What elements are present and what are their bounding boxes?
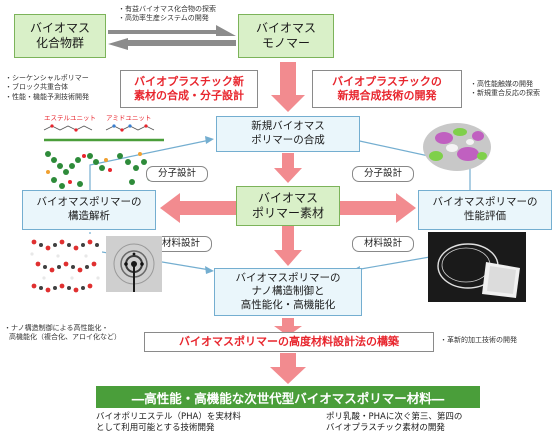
nano-line2: ナノ構造制御と bbox=[251, 285, 325, 298]
left-notes: ・シーケンシャルポリマー ・ブロック共重合体 ・性能・機能予測技術開発 bbox=[5, 74, 115, 102]
red-right-line1: バイオプラスチックの bbox=[332, 74, 442, 88]
left-note-3: ・性能・機能予測技術開発 bbox=[5, 92, 89, 101]
pink-arrow-main-left bbox=[160, 193, 236, 223]
pink-arrow-red-to-final bbox=[270, 353, 306, 384]
footer-right-line2: バイオプラスチック素材の開発 bbox=[326, 423, 445, 434]
ester-unit-label: エステルユニット bbox=[44, 114, 96, 122]
red-left-line1: バイオプラスチック新 bbox=[134, 74, 244, 88]
top-notes: ・有益バイオマス化合物の探索 ・高効率生産システムの開発 bbox=[118, 5, 248, 24]
footer-right-line1: ポリ乳酸・PHAに次ぐ第三、第四の bbox=[326, 412, 463, 422]
right-notes: ・高性能触媒の開発 ・新規重合反応の探索 bbox=[470, 80, 558, 99]
bottom-left-note-1: ・ナノ構造制御による高性能化・ bbox=[4, 324, 109, 332]
amide-unit-label: アミドユニット bbox=[106, 114, 152, 122]
protein-structure-image bbox=[423, 123, 491, 171]
structure-analysis-box: バイオマスポリマーの 構造解析 bbox=[22, 190, 156, 230]
next-gen-material-banner: ―高性能・高機能な次世代型バイオマスポリマー材料― bbox=[96, 386, 480, 408]
red-left-line2: 素材の合成・分子設計 bbox=[134, 89, 244, 102]
bottom-right-note: ・革新的加工技術の開発 bbox=[440, 336, 517, 344]
crystal-structure-image bbox=[28, 234, 102, 294]
pink-arrow-main-right bbox=[340, 193, 416, 223]
top-note-2: ・高効率生産システムの開発 bbox=[118, 14, 209, 23]
polymer-film-image bbox=[428, 232, 526, 302]
structure-analysis-line1: バイオマスポリマーの bbox=[36, 196, 142, 209]
nano-line1: バイオマスポリマーの bbox=[235, 271, 341, 284]
top-note-1: ・有益バイオマス化合物の探索 bbox=[118, 5, 216, 13]
right-note-2: ・新規重合反応の探索 bbox=[470, 89, 540, 98]
new-polymer-synthesis-box: 新規バイオマス ポリマーの合成 bbox=[216, 116, 360, 152]
bottom-left-notes: ・ナノ構造制御による高性能化・ 高機能化（複合化、アロイ化など） bbox=[4, 324, 144, 343]
performance-evaluation-box: バイオマスポリマーの 性能評価 bbox=[418, 190, 552, 230]
molecular-design-right-pill: 分子設計 bbox=[352, 166, 414, 182]
footer-right: ポリ乳酸・PHAに次ぐ第三、第四の バイオプラスチック素材の開発 bbox=[326, 412, 526, 435]
biomass-compounds-line1: バイオマス bbox=[29, 21, 90, 35]
pink-arrow-top-to-main bbox=[274, 153, 302, 183]
left-note-1: ・シーケンシャルポリマー bbox=[5, 74, 89, 82]
biomass-polymer-material-box: バイオマス ポリマー素材 bbox=[236, 186, 340, 226]
footer-left: バイオポリエステル（PHA）を実材料 として利用可能とする技術開発 bbox=[96, 412, 296, 435]
bottom-left-note-2: 高機能化（複合化、アロイ化など） bbox=[9, 333, 121, 342]
advanced-design-method-box: バイオマスポリマーの高度材料設計法の構築 bbox=[144, 332, 434, 352]
footer-left-line2: として利用可能とする技術開発 bbox=[96, 423, 215, 434]
pink-arrow-monomer-down bbox=[271, 62, 305, 112]
pink-arrow-main-to-bottom bbox=[274, 226, 302, 266]
grey-double-arrow bbox=[108, 25, 236, 50]
molecular-design-left-pill: 分子設計 bbox=[146, 166, 208, 182]
pink-arrow-bottom-to-red bbox=[274, 318, 302, 336]
biomass-compounds-line2: 化合物群 bbox=[35, 36, 84, 50]
red-right-line2: 新規合成技術の開発 bbox=[337, 89, 437, 102]
main-line1: バイオマス bbox=[257, 191, 318, 205]
footer-left-line1: バイオポリエステル（PHA）を実材料 bbox=[96, 412, 241, 422]
material-design-right-pill: 材料設計 bbox=[352, 236, 414, 252]
new-polymer-line1: 新規バイオマス bbox=[251, 120, 325, 133]
performance-evaluation-line1: バイオマスポリマーの bbox=[432, 196, 538, 209]
structure-analysis-line2: 構造解析 bbox=[68, 210, 110, 222]
biomass-monomer-box: バイオマス モノマー bbox=[238, 14, 334, 58]
right-note-1: ・高性能触媒の開発 bbox=[470, 80, 533, 88]
main-line2: ポリマー素材 bbox=[251, 206, 324, 220]
new-polymer-line2: ポリマーの合成 bbox=[251, 134, 325, 146]
red-box-right: バイオプラスチックの 新規合成技術の開発 bbox=[312, 70, 462, 108]
red-box-left: バイオプラスチック新 素材の合成・分子設計 bbox=[120, 70, 258, 108]
x-ray-diffraction-image bbox=[106, 236, 162, 292]
biomass-monomer-line2: モノマー bbox=[261, 36, 310, 50]
biomass-compounds-box: バイオマス 化合物群 bbox=[14, 14, 106, 58]
nano-line3: 高性能化・高機能化 bbox=[240, 298, 336, 311]
biomass-monomer-line1: バイオマス bbox=[255, 21, 316, 35]
performance-evaluation-line2: 性能評価 bbox=[464, 210, 506, 222]
nano-structure-control-box: バイオマスポリマーの ナノ構造制御と 高性能化・高機能化 bbox=[214, 268, 362, 316]
left-note-2: ・ブロック共重合体 bbox=[5, 83, 68, 92]
